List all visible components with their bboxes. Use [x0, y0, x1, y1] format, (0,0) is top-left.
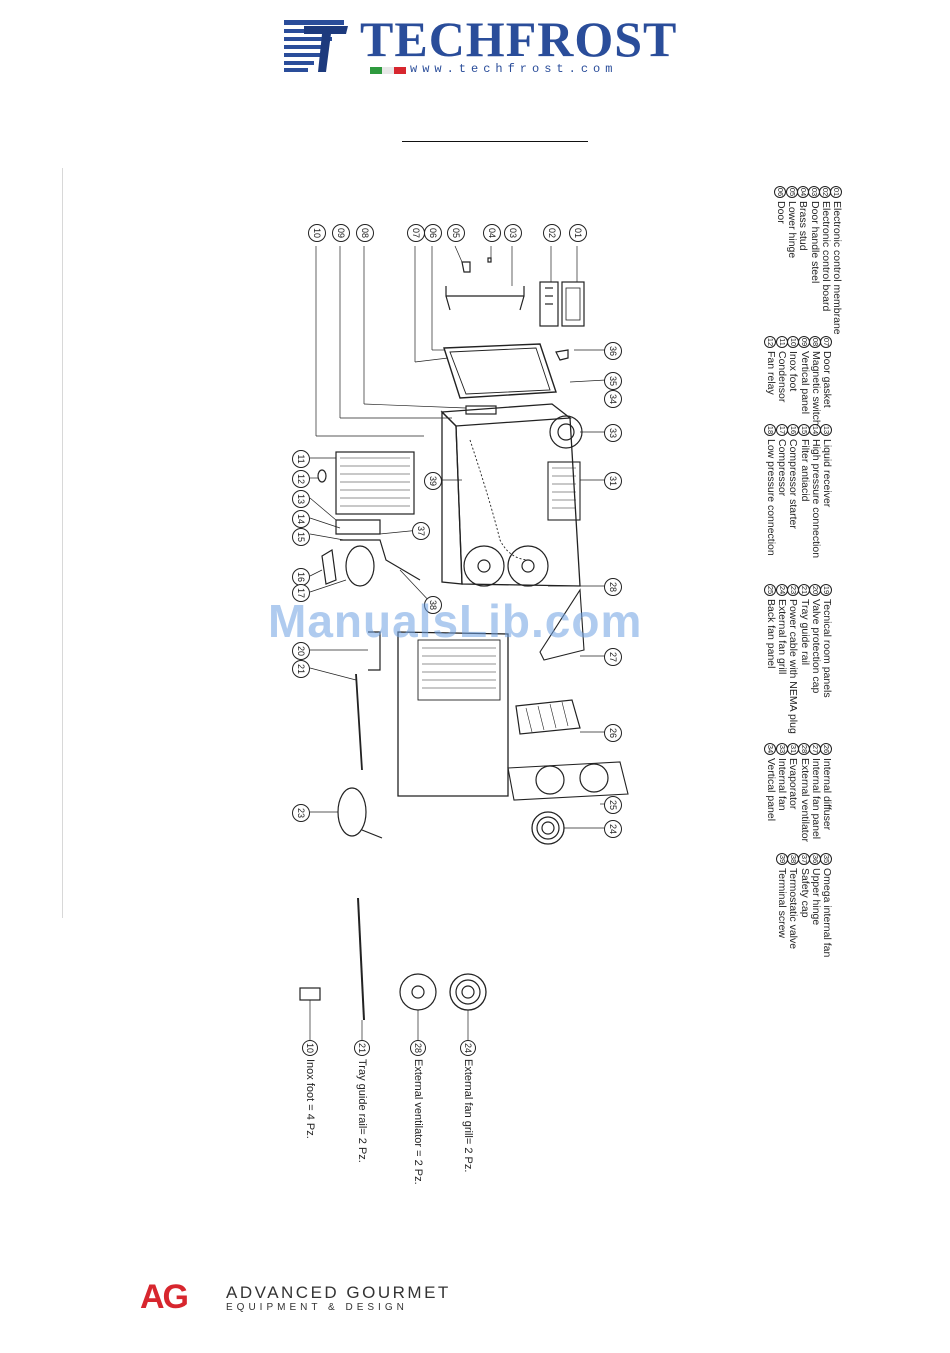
techfrost-logo: TECHFROST www.techfrost.com	[282, 11, 678, 78]
condensor-part	[335, 451, 415, 515]
flag-green	[370, 67, 382, 74]
callout-04: 04	[483, 224, 501, 242]
callout-07: 07	[407, 224, 425, 242]
callout-27: 27	[604, 648, 622, 666]
callout-21: 21	[292, 660, 310, 678]
spare-inox-foot	[299, 987, 321, 1001]
callout-39: 39	[424, 472, 442, 490]
ag-name: ADVANCED GOURMET	[226, 1283, 451, 1302]
callout-34: 34	[604, 390, 622, 408]
brand-url: www.techfrost.com	[410, 62, 618, 76]
lower-hinge-part	[461, 261, 471, 273]
control-membrane-part	[561, 281, 585, 327]
callout-14: 14	[292, 510, 310, 528]
compressor-part	[345, 545, 375, 587]
callout-36: 36	[604, 342, 622, 360]
back-fan-panel	[507, 761, 629, 801]
callout-35: 35	[604, 372, 622, 390]
callout-24: 24	[604, 820, 622, 838]
internal-fan-part	[549, 415, 583, 449]
callout-05: 05	[447, 224, 465, 242]
callout-13: 13	[292, 490, 310, 508]
evaporator-part	[547, 461, 581, 521]
door-handle-part	[445, 286, 525, 311]
sheet-edge	[62, 168, 63, 918]
external-fan-part	[463, 545, 505, 587]
power-cable-part	[337, 787, 367, 837]
callout-31: 31	[604, 472, 622, 490]
callout-33: 33	[604, 424, 622, 442]
brand-name: TECHFROST	[360, 11, 678, 67]
callout-02: 02	[543, 224, 561, 242]
flag-white	[382, 67, 394, 74]
internal-fan-panel	[539, 588, 585, 661]
technical-room-panel	[397, 631, 509, 797]
callout-01: 01	[569, 224, 587, 242]
flag-red	[394, 67, 406, 74]
callout-08: 08	[356, 224, 374, 242]
door-part	[443, 343, 557, 399]
callout-10: 10	[308, 224, 326, 242]
cabinet-top	[440, 403, 572, 427]
compressor-starter-part	[321, 549, 337, 585]
control-board-part	[539, 281, 559, 327]
ag-mark: AG	[140, 1278, 189, 1316]
callout-15: 15	[292, 528, 310, 546]
techfrost-emblem-icon	[284, 20, 348, 72]
callout-06: 06	[424, 224, 442, 242]
callout-26: 26	[604, 724, 622, 742]
callout-23: 23	[292, 804, 310, 822]
callout-09: 09	[332, 224, 350, 242]
callout-11: 11	[292, 450, 310, 468]
watermark: ManualsLib.com	[268, 595, 643, 647]
callout-37: 37	[412, 522, 430, 540]
spare-external-ventilator	[399, 973, 437, 1011]
ag-tagline: EQUIPMENT & DESIGN	[226, 1302, 408, 1313]
callout-12: 12	[292, 470, 310, 488]
callout-03: 03	[504, 224, 522, 242]
callout-25: 25	[604, 796, 622, 814]
title-underline	[402, 141, 588, 142]
